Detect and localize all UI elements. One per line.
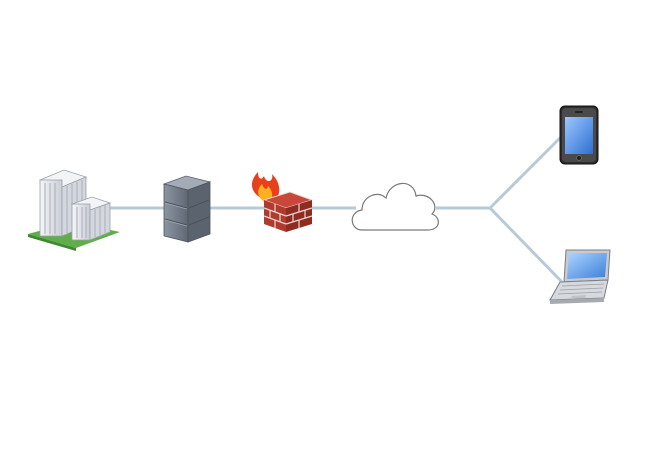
connectors bbox=[108, 134, 564, 284]
firewall-icon bbox=[251, 172, 314, 232]
server-rack-icon bbox=[162, 175, 212, 243]
smartphone-icon bbox=[559, 105, 599, 165]
connector-branch-phone bbox=[488, 134, 564, 210]
laptop-icon bbox=[549, 249, 611, 304]
office-building-icon bbox=[28, 169, 120, 251]
cloud-icon bbox=[351, 182, 439, 231]
connector-branch-laptop bbox=[488, 206, 564, 284]
